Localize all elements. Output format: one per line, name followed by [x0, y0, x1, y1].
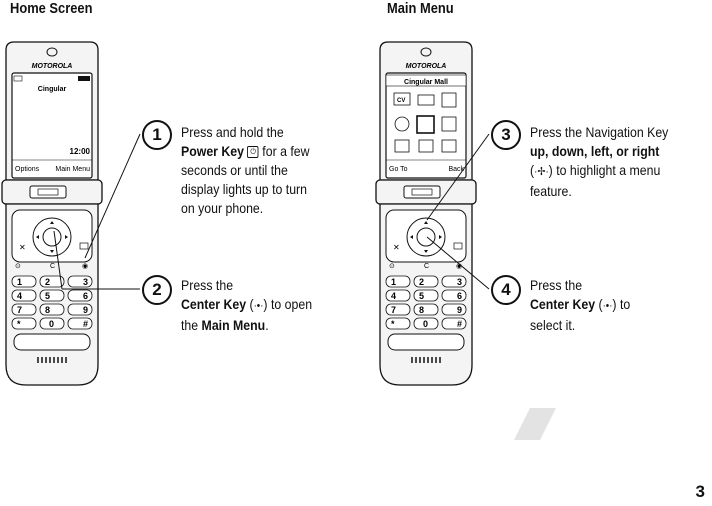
- svg-text:⊙: ⊙: [15, 263, 21, 270]
- svg-text:1: 1: [17, 277, 22, 287]
- svg-text:⊙: ⊙: [389, 263, 395, 270]
- keypad: 1 2 3 4 5 6 7 8 9 * 0 #: [385, 275, 467, 330]
- svg-text:0: 0: [49, 319, 54, 329]
- svg-text:✕: ✕: [19, 243, 26, 252]
- svg-text:4: 4: [391, 291, 396, 301]
- step-4-text: Press the Center Key (·•·) to select it.: [530, 277, 631, 333]
- svg-text:4: 4: [17, 291, 22, 301]
- step-1-text: Press and hold the Power Key ⏻ for a few…: [181, 124, 310, 216]
- svg-text:9: 9: [83, 305, 88, 315]
- svg-text:7: 7: [17, 305, 22, 315]
- step-4-number: 4: [491, 275, 521, 305]
- tools-icon: [441, 139, 457, 153]
- settings-icon: [416, 115, 435, 134]
- svg-text:C: C: [50, 263, 55, 270]
- messages-icon: [417, 94, 435, 106]
- svg-text:◉: ◉: [82, 263, 88, 270]
- step-2-number: 2: [142, 275, 172, 305]
- brand-label: MOTOROLA: [406, 63, 447, 70]
- svg-text:5: 5: [45, 291, 50, 301]
- softkey-right-label: Main Menu: [55, 166, 90, 173]
- svg-text:◉: ◉: [456, 263, 462, 270]
- softkey-left-label: Go To: [389, 166, 408, 173]
- svg-text:#: #: [457, 319, 462, 329]
- svg-text:8: 8: [419, 305, 424, 315]
- home-screen-heading: Home Screen: [10, 0, 93, 17]
- brand-label: MOTOROLA: [32, 63, 73, 70]
- navigation-key-icon: ·✢·: [534, 166, 549, 178]
- main-menu-heading: Main Menu: [387, 0, 454, 17]
- callout-line-2b: [53, 230, 63, 290]
- menu-title: Cingular Mall: [404, 79, 448, 86]
- page-number: 3: [695, 482, 705, 501]
- callout-line-1: [84, 133, 141, 259]
- recent-calls-icon: [394, 139, 410, 153]
- center-key-icon: ·•·: [602, 300, 613, 312]
- step-1-number: 1: [142, 120, 172, 150]
- center-key-icon: ·•·: [253, 300, 264, 312]
- phone-home: MOTOROLA Cingular 12:00 Options Main Men…: [1, 41, 103, 386]
- callout-line-3: [426, 133, 490, 221]
- softkey-left-label: Options: [15, 166, 40, 173]
- svg-text:#: #: [83, 319, 88, 329]
- svg-text:C: C: [424, 263, 429, 270]
- phone-menu: MOTOROLA Cingular Mall CV Go To Back ✕ ⊙…: [375, 41, 477, 386]
- callout-line-4: [426, 236, 490, 290]
- keypad: 1 2 3 4 5 6 7 8 9 * 0 #: [11, 275, 93, 330]
- svg-text:3: 3: [83, 277, 88, 287]
- svg-text:CV: CV: [397, 98, 405, 104]
- music-icon: [441, 116, 457, 132]
- step-3-number: 3: [491, 120, 521, 150]
- svg-text:1: 1: [391, 277, 396, 287]
- softkey-right-label: Back: [448, 166, 464, 173]
- web-access-icon: [394, 116, 410, 132]
- svg-text:9: 9: [457, 305, 462, 315]
- step-2-text: Press the Center Key (·•·) to open the M…: [181, 277, 313, 333]
- games-apps-icon: [441, 92, 457, 108]
- svg-text:6: 6: [83, 291, 88, 301]
- svg-text:8: 8: [45, 305, 50, 315]
- svg-text:2: 2: [419, 277, 424, 287]
- carrier-label: Cingular: [38, 86, 67, 93]
- step-3-text: Press the Navigation Key up, down, left,…: [530, 124, 669, 199]
- decorative-gray-shape: [514, 408, 556, 440]
- svg-text:3: 3: [457, 277, 462, 287]
- svg-text:0: 0: [423, 319, 428, 329]
- svg-text:5: 5: [419, 291, 424, 301]
- power-key-icon: ⏻: [247, 146, 259, 159]
- svg-text:7: 7: [391, 305, 396, 315]
- address-book-icon: [418, 139, 434, 153]
- svg-text:✕: ✕: [393, 243, 400, 252]
- svg-text:*: *: [17, 319, 21, 329]
- svg-text:2: 2: [45, 277, 50, 287]
- svg-text:*: *: [391, 319, 395, 329]
- clock-time: 12:00: [70, 147, 91, 156]
- cingular-video-icon: [393, 92, 411, 106]
- svg-text:6: 6: [457, 291, 462, 301]
